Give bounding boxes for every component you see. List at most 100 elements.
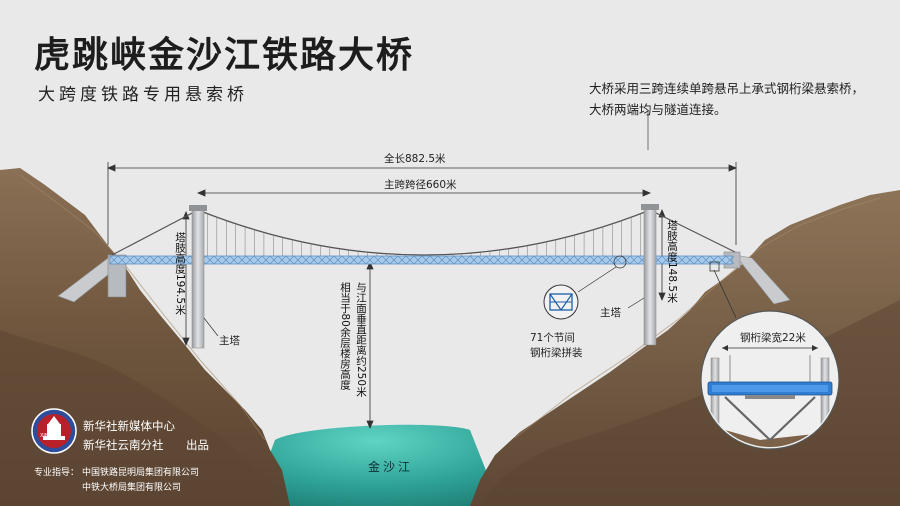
truss-diagonal — [445, 255, 455, 265]
truss-segment-callout — [543, 255, 627, 320]
truss-diagonal — [557, 255, 567, 265]
truss-diagonal — [373, 255, 383, 265]
left-main-tower — [189, 205, 207, 349]
truss-diagonal — [453, 255, 463, 265]
truss-diagonal — [133, 255, 143, 265]
left-tower-height-label: 塔肢高度194.5米 — [174, 232, 186, 315]
producer-line2: 新华社云南分社 — [83, 438, 164, 452]
truss-diagonal — [589, 255, 599, 265]
truss-diagonal — [581, 255, 591, 265]
truss-diagonal — [253, 255, 263, 265]
segments-label-line1: 71个节间 — [530, 332, 575, 344]
main-span-label: 主跨跨径660米 — [384, 179, 457, 191]
truss-diagonal — [365, 255, 375, 265]
truss-diagonal — [613, 255, 623, 265]
truss-diagonal — [165, 255, 175, 265]
truss-diagonal — [541, 255, 551, 265]
truss-diagonal — [285, 255, 295, 265]
left-backstay-cable — [111, 209, 199, 256]
truss-diagonal — [357, 255, 367, 265]
logo-text: XINHUA — [40, 433, 60, 439]
page-subtitle: 大跨度铁路专用悬索桥 — [38, 85, 248, 105]
truss-diagonal — [389, 255, 399, 265]
truss-diagonal — [309, 255, 319, 265]
right-backstay-cable — [649, 209, 736, 253]
left-tower-label: 主塔 — [219, 335, 240, 347]
bridge-description: 大桥采用三跨连续单跨悬吊上承式钢桁梁悬索桥， 大桥两端均与隧道连接。 — [589, 81, 865, 117]
truss-diagonal — [533, 255, 543, 265]
total-length-label: 全长882.5米 — [384, 153, 446, 165]
truss-diagonal — [485, 255, 495, 265]
truss-diagonal — [341, 255, 351, 265]
truss-diagonal — [549, 255, 559, 265]
truss-diagonal — [293, 255, 303, 265]
truss-diagonal — [629, 255, 639, 265]
truss-diagonal — [229, 255, 239, 265]
truss-diagonal — [221, 255, 231, 265]
truss-diagonal — [565, 255, 575, 265]
advisor-label: 专业指导： — [34, 468, 80, 478]
truss-diagonal — [125, 255, 135, 265]
truss-diagonal — [685, 255, 695, 265]
river-label: 金沙江 — [368, 460, 414, 474]
truss-diagonal — [117, 255, 127, 265]
right-main-tower — [641, 204, 659, 346]
left-mountain-ridge — [19, 174, 266, 441]
right-mountain-shadow — [480, 300, 900, 506]
truss-diagonal — [333, 255, 343, 265]
truss-diagonal — [477, 255, 487, 265]
vertical-clearance-line2: 相当于80余层楼房高度 — [339, 282, 351, 390]
truss-diagonal — [405, 255, 415, 265]
truss-diagonal — [237, 255, 247, 265]
truss-diagonal — [269, 255, 279, 265]
truss-diagonal — [141, 255, 151, 265]
truss-diagonal — [509, 255, 519, 265]
page-title: 虎跳峡金沙江铁路大桥 — [34, 34, 415, 76]
truss-diagonal — [669, 255, 679, 265]
truss-diagonal — [437, 255, 447, 265]
suspender-cables — [207, 213, 641, 256]
truss-diagonal — [725, 255, 735, 265]
truss-diagonal — [245, 255, 255, 265]
segments-label-line2: 钢桁梁拼装 — [530, 347, 583, 359]
producer-suffix: 出品 — [186, 438, 209, 452]
truss-diagonal — [397, 255, 407, 265]
truss-diagonal — [109, 255, 119, 265]
truss-diagonal — [317, 255, 327, 265]
xinhua-logo — [31, 408, 77, 454]
truss-diagonal — [421, 255, 431, 265]
truss-diagonal — [677, 255, 687, 265]
right-mountain-ridge — [514, 197, 881, 439]
truss-diagonal — [709, 255, 719, 265]
truss-diagonal — [661, 255, 671, 265]
truss-diagonal — [493, 255, 503, 265]
truss-diagonal — [597, 255, 607, 265]
truss-diagonal — [277, 255, 287, 265]
truss-width-label: 钢桁梁宽22米 — [740, 332, 806, 344]
truss-diagonal — [469, 255, 479, 265]
advisor-org1: 中国铁路昆明局集团有限公司 — [82, 468, 200, 478]
truss-diagonal — [149, 255, 159, 265]
truss-diagonal — [517, 255, 527, 265]
truss-diagonal — [413, 255, 423, 265]
truss-diagonal — [605, 255, 615, 265]
truss-diagonal — [205, 255, 215, 265]
truss-diagonal — [525, 255, 535, 265]
dimension-lines — [106, 110, 738, 430]
truss-diagonal — [381, 255, 391, 265]
truss-diagonal — [301, 255, 311, 265]
advisor-org2: 中铁大桥局集团有限公司 — [82, 483, 182, 493]
truss-diagonal — [157, 255, 167, 265]
truss-diagonal — [501, 255, 511, 265]
right-tower-label: 主塔 — [600, 307, 621, 319]
main-cable — [197, 209, 651, 256]
producer-line1: 新华社新媒体中心 — [83, 419, 175, 433]
truss-diagonal — [325, 255, 335, 265]
left-mountain-shadow — [0, 330, 280, 506]
truss-diagonal — [349, 255, 359, 265]
truss-diagonal — [181, 255, 191, 265]
truss-diagonal — [701, 255, 711, 265]
cross-section-callout — [700, 261, 840, 450]
